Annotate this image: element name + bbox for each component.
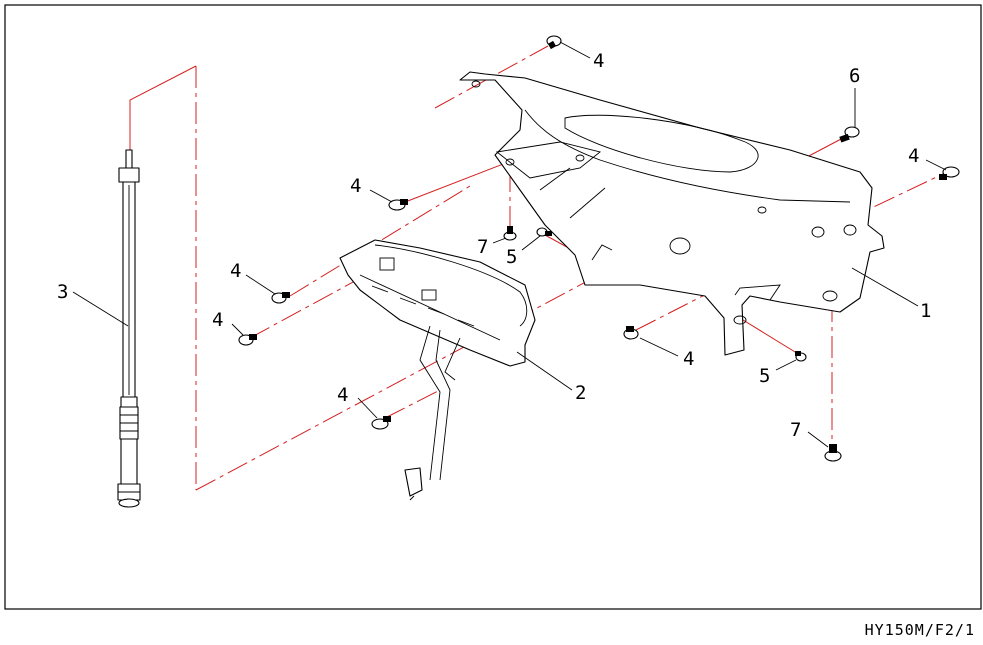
- callout-4-meter-lower: 4: [212, 309, 223, 331]
- leader-lines: [72, 41, 947, 448]
- callout-4-meter-upper: 4: [230, 260, 241, 282]
- screw-7-lower: [824, 444, 842, 462]
- callout-1: 1: [920, 300, 931, 322]
- handlebar-cover-part: [459, 71, 885, 356]
- callout-7-upper: 7: [477, 236, 488, 258]
- callout-4-top: 4: [593, 50, 604, 72]
- meter-assembly-part: [339, 239, 536, 501]
- screw-4-center: [623, 326, 639, 340]
- callout-4-center: 4: [683, 348, 694, 370]
- callout-5-left: 5: [506, 246, 517, 268]
- callout-6: 6: [849, 65, 860, 87]
- callout-4-right: 4: [908, 145, 919, 167]
- screw-4-bottom: [371, 416, 391, 430]
- screw-5-left: [536, 227, 552, 237]
- screw-6: [839, 126, 860, 143]
- screw-4-meter-lower: [238, 334, 257, 346]
- callout-2: 2: [575, 382, 586, 404]
- callout-4-left-upper: 4: [350, 175, 361, 197]
- drawing-code: HY150M/F2/1: [864, 621, 975, 639]
- fasteners: [238, 35, 960, 462]
- screw-4-left-upper: [388, 199, 408, 211]
- screw-4-right: [939, 166, 960, 180]
- screw-5-right: [795, 351, 807, 362]
- screw-4-top: [546, 35, 562, 50]
- screw-7-upper: [503, 226, 517, 241]
- callout-4-bottom: 4: [337, 384, 348, 406]
- screw-4-meter-upper: [271, 292, 290, 304]
- callout-3: 3: [57, 281, 68, 303]
- callout-7-lower: 7: [790, 419, 801, 441]
- drawing-frame: [4, 4, 982, 610]
- callout-5-right: 5: [759, 365, 770, 387]
- speedometer-cable-part: [117, 149, 141, 508]
- callout-labels: 4 6 4 4 7 5 4 4 3 1 4 5 2 4 7: [57, 50, 931, 441]
